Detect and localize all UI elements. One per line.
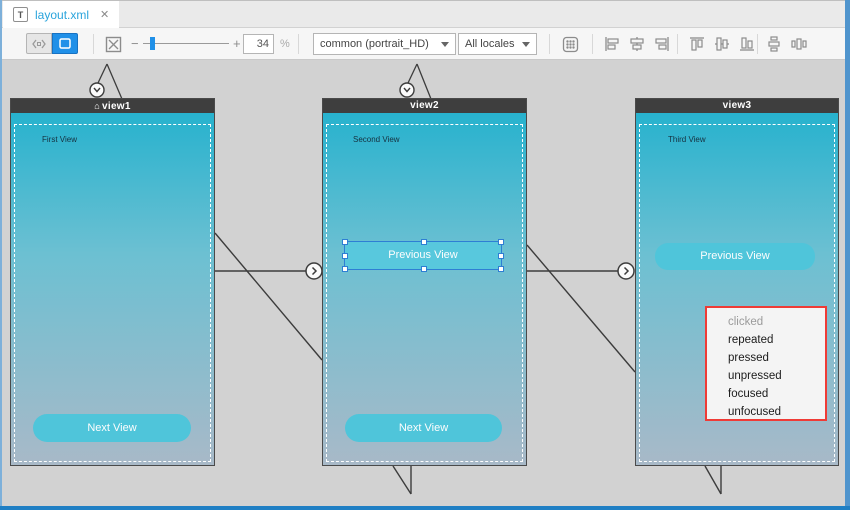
view3-frame[interactable]: view3 Third View Previous View clicked r… — [635, 98, 839, 466]
toolbar-separator — [677, 34, 678, 54]
chevron-down-icon — [522, 41, 530, 47]
storyboard-canvas[interactable]: ⌂view1 First View Next View view2 Second… — [0, 60, 850, 510]
event-item-unfocused[interactable]: unfocused — [728, 406, 782, 418]
view3-caption-label[interactable]: Third View — [668, 135, 706, 144]
event-item-repeated[interactable]: repeated — [728, 334, 774, 346]
locales-dropdown[interactable]: All locales — [458, 33, 537, 55]
zoom-unit-label: % — [280, 38, 290, 50]
toolbar-separator — [549, 34, 550, 54]
align-top-icon — [690, 37, 704, 51]
view2-title: view2 — [410, 100, 439, 111]
distribute-vertical-icon — [768, 36, 780, 52]
view1-bounds — [14, 124, 211, 462]
view1-entry-point-icon — [89, 82, 105, 98]
file-type-icon: T — [13, 7, 28, 22]
grid-icon — [562, 36, 578, 52]
window-border-bottom — [0, 506, 850, 510]
view3-header[interactable]: view3 — [636, 99, 838, 113]
event-item-unpressed[interactable]: unpressed — [728, 370, 782, 382]
view2-content[interactable]: Second View Previous View Next View — [323, 113, 526, 465]
locales-dropdown-value: All locales — [465, 38, 515, 50]
view2-next-view-button[interactable]: Next View — [345, 414, 502, 442]
view2-bounds — [326, 124, 523, 462]
event-item-focused[interactable]: focused — [728, 388, 769, 400]
zoom-level-input[interactable] — [243, 34, 274, 54]
view1-content[interactable]: First View Next View — [11, 113, 214, 465]
distribute-horizontal-button[interactable] — [789, 34, 809, 54]
window-border-left — [0, 0, 2, 510]
close-icon[interactable]: ✕ — [100, 9, 110, 21]
align-middle-icon — [715, 37, 729, 51]
start-view-icon: ⌂ — [94, 101, 100, 111]
align-right-icon — [655, 37, 669, 51]
view1-frame[interactable]: ⌂view1 First View Next View — [10, 98, 215, 466]
view2-caption-label[interactable]: Second View — [353, 135, 400, 144]
toolbar-separator — [93, 34, 94, 54]
view3-title: view3 — [722, 100, 752, 111]
zoom-slider-handle[interactable] — [150, 37, 155, 50]
view3-content[interactable]: Third View Previous View clicked repeate… — [636, 113, 838, 465]
transition-arrow-icon — [305, 262, 323, 280]
view1-next-view-button[interactable]: Next View — [33, 414, 191, 442]
zoom-out-icon[interactable]: − — [131, 36, 139, 51]
align-bottom-button[interactable] — [737, 34, 757, 54]
align-left-button[interactable] — [602, 34, 622, 54]
align-middle-button[interactable] — [712, 34, 732, 54]
chevron-down-icon — [441, 41, 449, 47]
window-border-right — [845, 0, 850, 510]
align-center-horizontal-icon — [630, 37, 644, 51]
view2-previous-view-button[interactable]: Previous View — [345, 242, 501, 269]
align-left-icon — [605, 37, 619, 51]
window-border-top — [0, 0, 850, 1]
distribute-horizontal-icon — [791, 38, 807, 50]
event-item-clicked[interactable]: clicked — [728, 316, 764, 328]
design-toolbar: − + % common (portrait_HD) All locales — [0, 28, 850, 60]
grid-toggle-button[interactable] — [560, 34, 580, 54]
view3-previous-view-button[interactable]: Previous View — [655, 243, 815, 270]
view1-caption-label[interactable]: First View — [42, 135, 77, 144]
configuration-dropdown[interactable]: common (portrait_HD) — [313, 33, 456, 55]
design-view-button[interactable] — [52, 33, 78, 54]
align-center-horizontal-button[interactable] — [627, 34, 647, 54]
source-view-icon — [32, 39, 46, 48]
fit-to-screen-icon — [105, 36, 121, 52]
configuration-dropdown-value: common (portrait_HD) — [320, 38, 429, 50]
event-item-pressed[interactable]: pressed — [728, 352, 769, 364]
source-view-button[interactable] — [26, 33, 52, 54]
toolbar-separator — [298, 34, 299, 54]
design-view-icon — [59, 38, 71, 49]
event-list-popup: clicked repeated pressed unpressed focus… — [705, 306, 827, 421]
editor-tab-bar: T layout.xml ✕ — [0, 0, 850, 28]
align-top-button[interactable] — [687, 34, 707, 54]
transition-connectors — [89, 63, 722, 495]
view2-entry-point-icon — [399, 82, 415, 98]
view1-title: view1 — [102, 101, 131, 112]
distribute-vertical-button[interactable] — [764, 34, 784, 54]
zoom-slider[interactable] — [143, 37, 229, 50]
fit-to-screen-button[interactable] — [103, 34, 123, 54]
align-bottom-icon — [740, 37, 754, 51]
zoom-in-icon[interactable]: + — [233, 36, 241, 51]
toolbar-separator — [592, 34, 593, 54]
tab-layout-xml[interactable]: T layout.xml ✕ — [3, 1, 119, 28]
tab-title: layout.xml — [35, 7, 90, 22]
view2-frame[interactable]: view2 Second View Previous View Next Vie… — [322, 98, 527, 466]
view2-header[interactable]: view2 — [323, 99, 526, 113]
view1-header[interactable]: ⌂view1 — [11, 99, 214, 113]
transition-arrow-icon — [617, 262, 635, 280]
align-right-button[interactable] — [652, 34, 672, 54]
toolbar-separator — [757, 34, 758, 54]
